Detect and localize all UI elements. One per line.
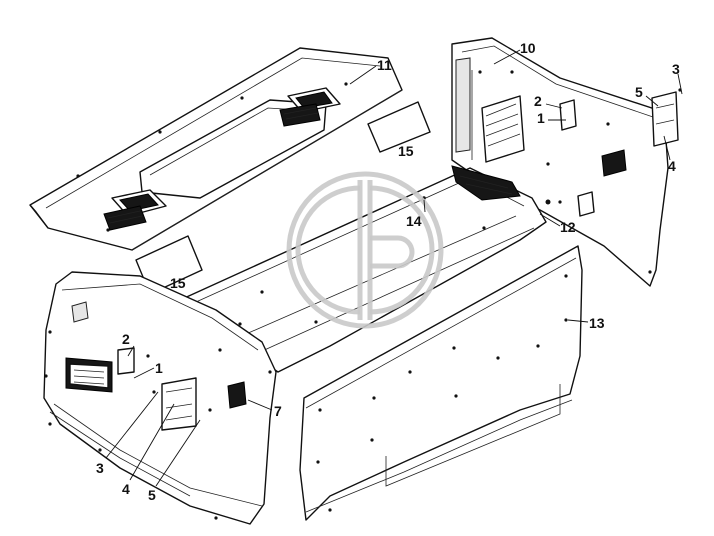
callout-3-right: 3 <box>672 61 680 77</box>
callout-5-right: 5 <box>635 84 643 100</box>
callout-labels: 11 10 3 5 2 1 4 15 14 12 15 13 2 1 7 3 4… <box>96 40 680 503</box>
callout-2-left: 2 <box>122 331 130 347</box>
callout-10: 10 <box>520 40 536 56</box>
callout-7: 7 <box>274 403 282 419</box>
left-side-panel <box>43 271 277 525</box>
side-glass-panel-upper <box>367 101 431 153</box>
callout-3-left: 3 <box>96 460 104 476</box>
callout-1-right: 1 <box>537 110 545 126</box>
callout-1-left: 1 <box>155 360 163 376</box>
callout-14: 14 <box>406 213 422 229</box>
callout-5-left: 5 <box>148 487 156 503</box>
roof-panel <box>29 47 403 251</box>
callout-15-upper: 15 <box>398 143 414 159</box>
callout-4-right: 4 <box>668 158 676 174</box>
rear-wall-panel <box>451 37 682 287</box>
callout-11: 11 <box>377 57 392 73</box>
leader-lines <box>105 49 683 487</box>
callout-2-right: 2 <box>534 93 542 109</box>
roof-vent-left <box>103 189 167 231</box>
roof-vent-right <box>279 87 341 127</box>
callout-12: 12 <box>560 219 576 235</box>
watermark-logo <box>286 171 444 329</box>
callout-4-left: 4 <box>122 481 130 497</box>
callout-15-lower: 15 <box>170 275 186 291</box>
front-side-panel <box>299 245 583 521</box>
callout-13: 13 <box>589 315 605 331</box>
